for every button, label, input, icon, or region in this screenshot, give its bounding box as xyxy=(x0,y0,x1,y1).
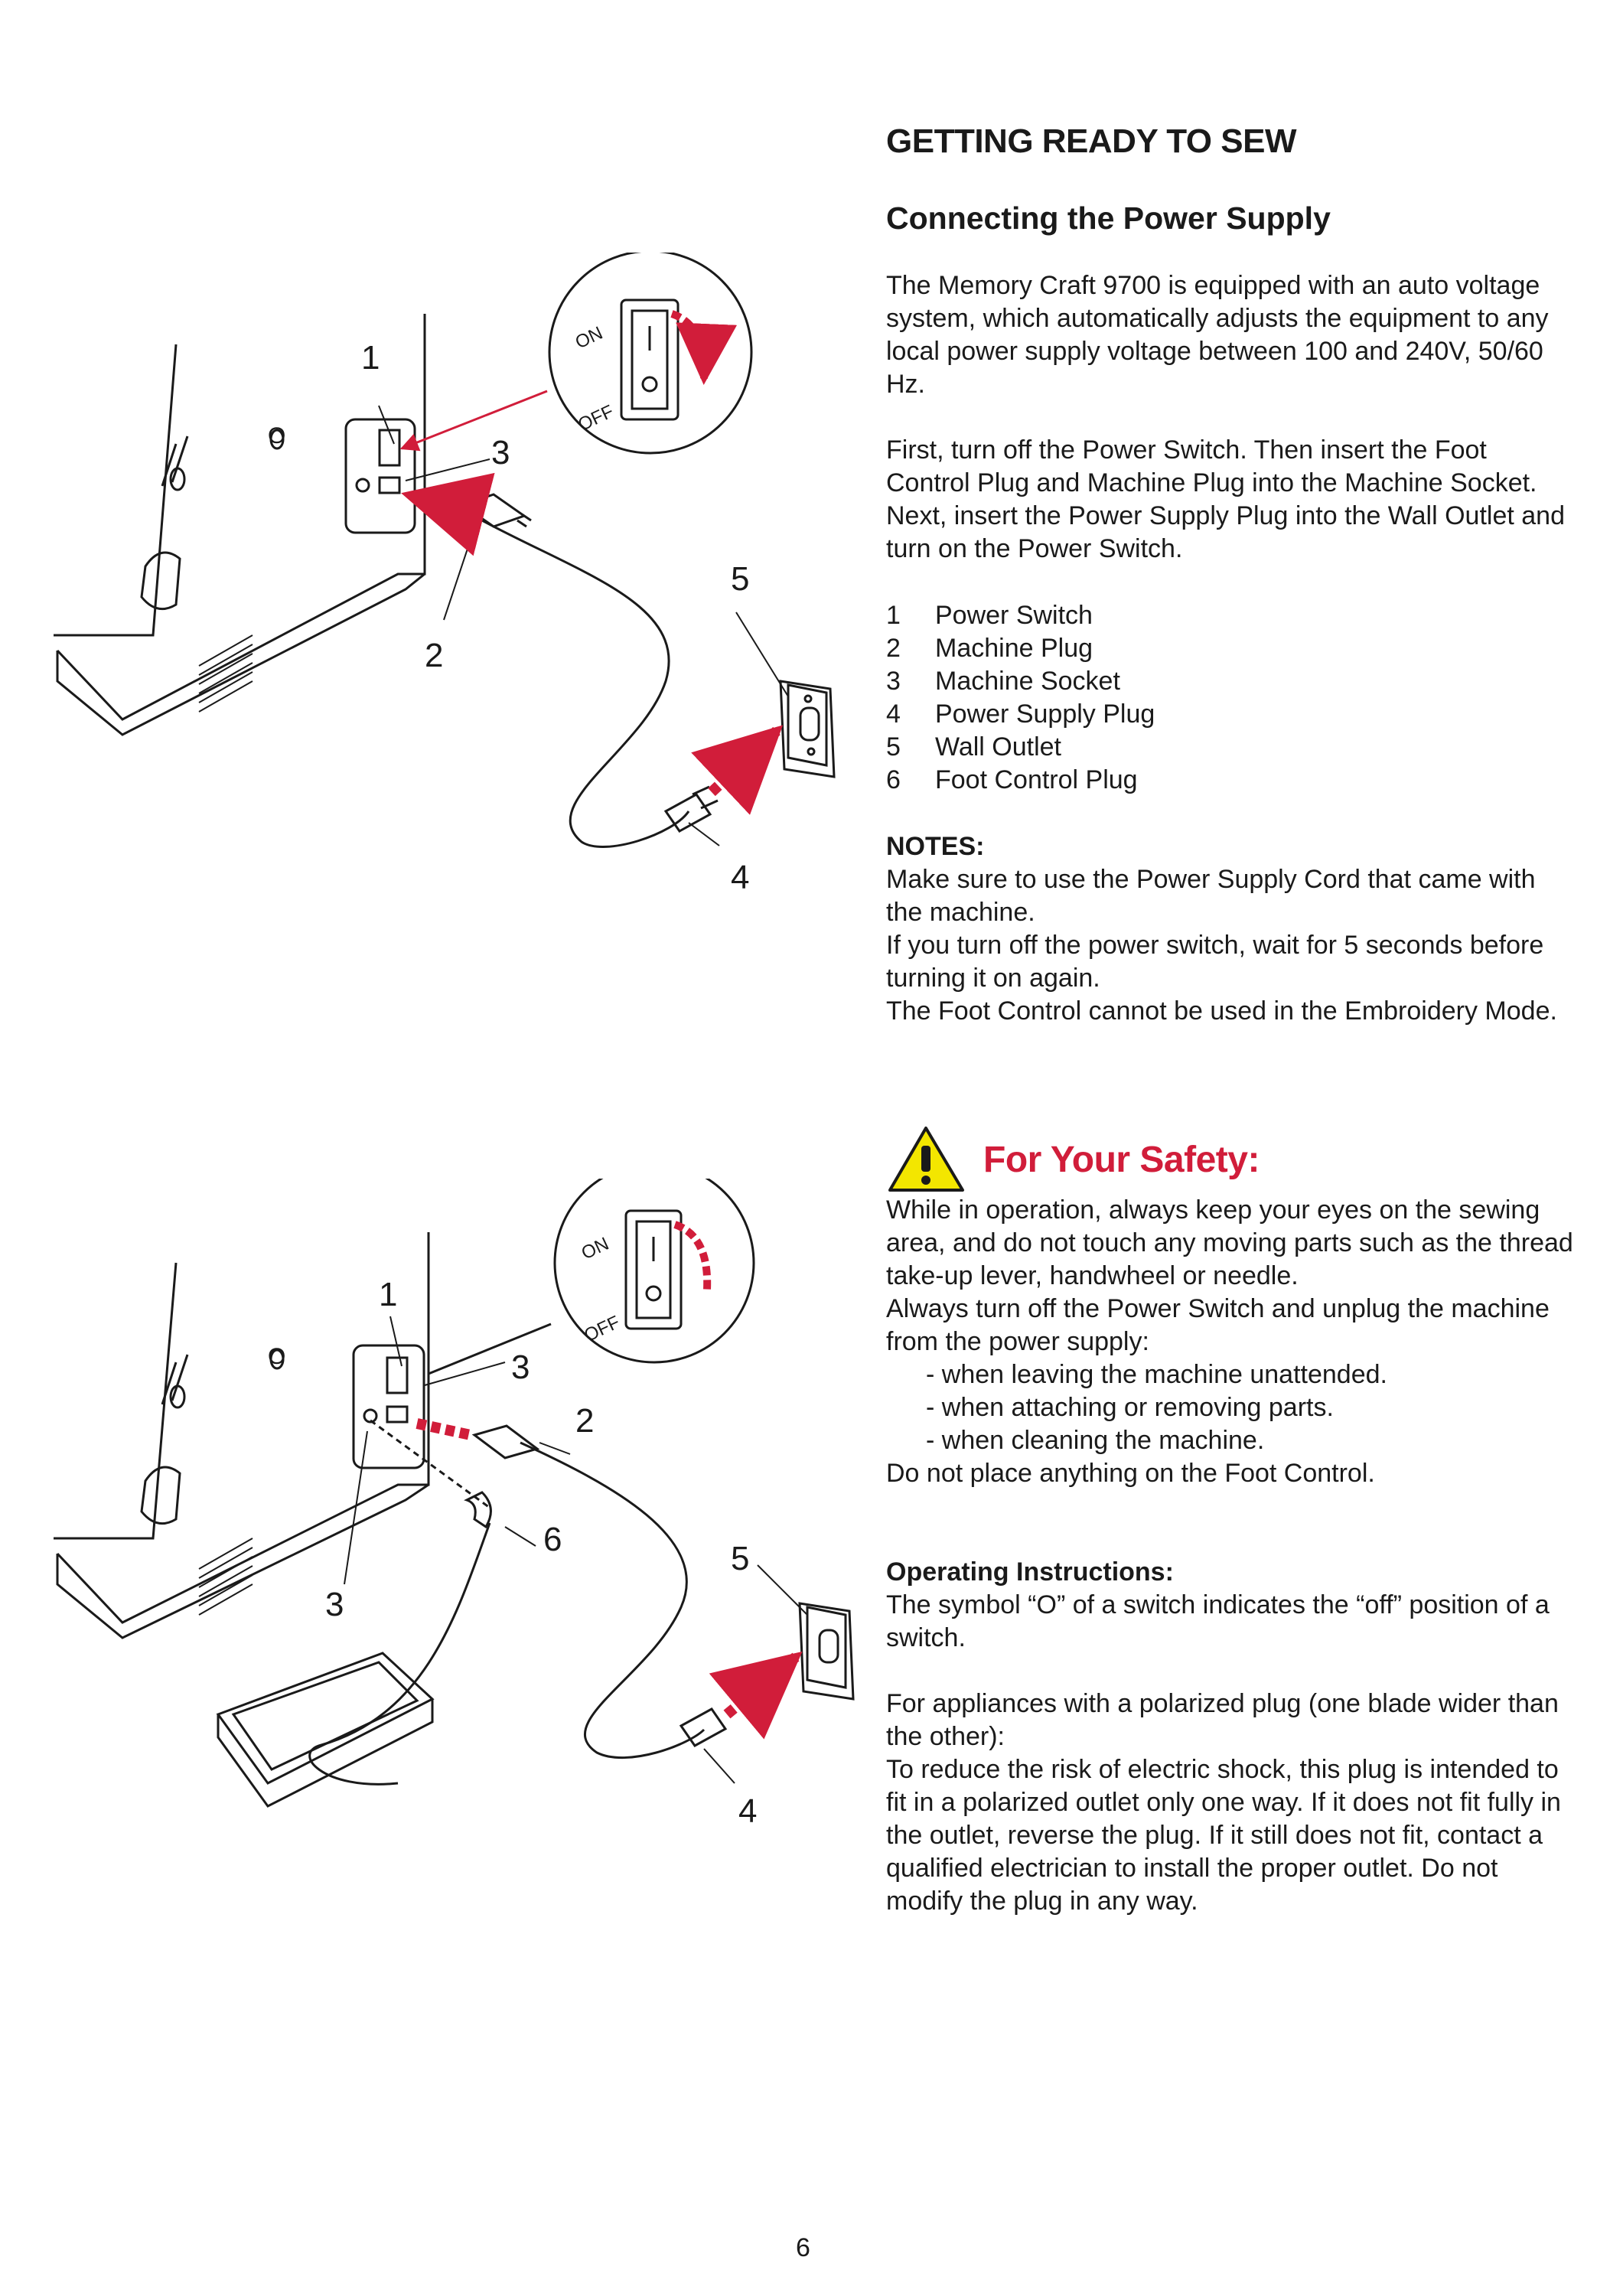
note-line: The Foot Control cannot be used in the E… xyxy=(886,996,1557,1026)
safety-heading: For Your Safety: xyxy=(886,1121,1260,1198)
callout-3: 3 xyxy=(511,1349,530,1386)
callout-1: 1 xyxy=(379,1276,398,1313)
safety-block: While in operation, always keep your eye… xyxy=(886,1194,1575,1490)
callout-2: 2 xyxy=(575,1402,595,1440)
page-number: 6 xyxy=(796,2233,810,2262)
callout-3-lower: 3 xyxy=(325,1586,344,1623)
callout-4: 4 xyxy=(738,1792,758,1830)
intro-paragraph-1: The Memory Craft 9700 is equipped with a… xyxy=(886,271,1549,399)
callout-3: 3 xyxy=(491,434,510,471)
operating-label: Operating Instructions: xyxy=(886,1557,1174,1587)
safety-bullet: - when leaving the machine unattended. xyxy=(926,1360,1387,1389)
callout-6: 6 xyxy=(543,1521,562,1558)
callout-4: 4 xyxy=(731,859,750,896)
callout-5: 5 xyxy=(731,560,750,598)
notes-block: NOTES: Make sure to use the Power Supply… xyxy=(886,830,1575,1028)
callout-5: 5 xyxy=(731,1540,750,1577)
callout-1: 1 xyxy=(361,339,380,377)
switch-o-symbol: O xyxy=(268,1344,286,1369)
operating-instructions: Operating Instructions: The symbol “O” o… xyxy=(886,1556,1575,1918)
foot-control-connection-illustration xyxy=(54,1162,855,1808)
warning-triangle-icon xyxy=(888,1127,964,1192)
page-title: GETTING READY TO SEW xyxy=(886,122,1296,160)
note-line: If you turn off the power switch, wait f… xyxy=(886,931,1544,993)
safety-bullet: - when attaching or removing parts. xyxy=(926,1393,1334,1422)
intro-paragraph-2: First, turn off the Power Switch. Then i… xyxy=(886,435,1565,563)
section-heading: Connecting the Power Supply xyxy=(886,201,1331,236)
figure-foot-control-connection: 1 2 3 3 4 5 6 ON OFF O xyxy=(0,1162,880,1867)
notes-label: NOTES: xyxy=(886,832,985,861)
safety-title: For Your Safety: xyxy=(983,1139,1260,1180)
callout-2: 2 xyxy=(425,637,444,674)
figure-power-connection: 1 2 3 4 5 ON OFF O xyxy=(0,249,880,926)
safety-bullet: - when cleaning the machine. xyxy=(926,1426,1265,1455)
switch-o-symbol: O xyxy=(268,423,286,448)
note-line: Make sure to use the Power Supply Cord t… xyxy=(886,865,1536,927)
power-connection-illustration xyxy=(54,249,836,848)
